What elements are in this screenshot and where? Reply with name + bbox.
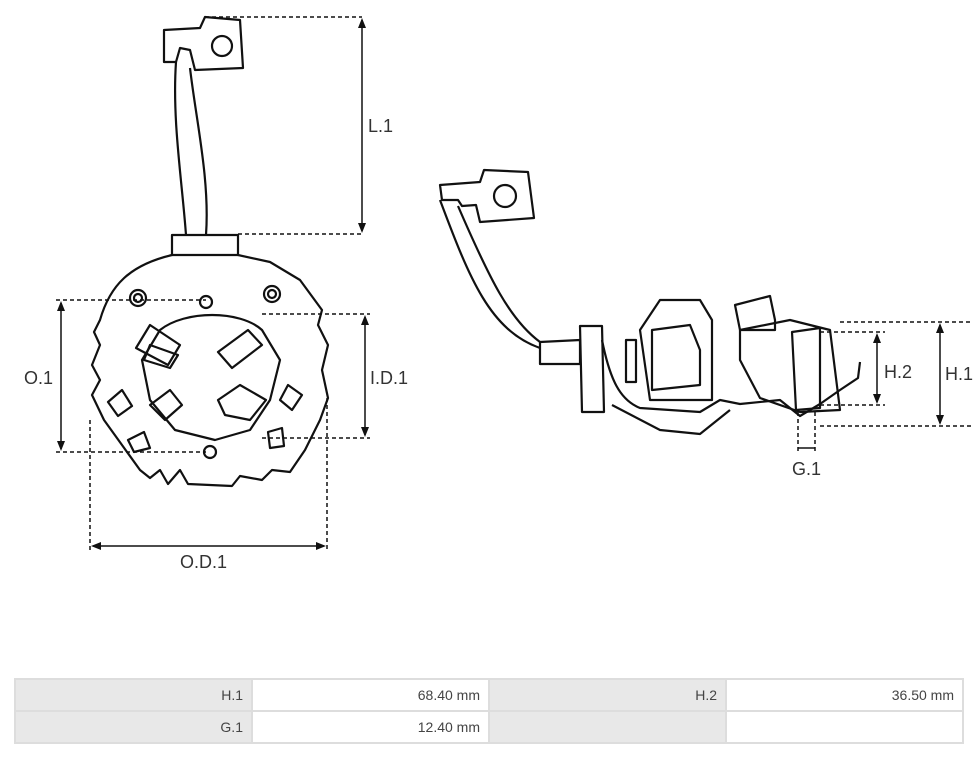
spec-key: G.1 [14,710,253,744]
technical-drawing: L.1 O.1 I.D.1 O.D.1 H.2 H.1 G.1 [24,15,973,572]
spec-key: H.1 [14,678,253,712]
front-view [90,15,330,488]
label-id1: I.D.1 [370,368,408,388]
spec-value: 36.50 mm [725,678,964,712]
table-row: G.1 12.40 mm [14,710,964,744]
label-o1: O.1 [24,368,53,388]
side-view [438,168,862,436]
spec-key [488,710,727,744]
spec-value: 68.40 mm [251,678,490,712]
label-h2: H.2 [884,362,912,382]
spec-value [725,710,964,744]
table-row: H.1 68.40 mm H.2 36.50 mm [14,678,964,712]
label-od1: O.D.1 [180,552,227,572]
spec-value: 12.40 mm [251,710,490,744]
label-h1: H.1 [945,364,973,384]
spec-key: H.2 [488,678,727,712]
label-l1: L.1 [368,116,393,136]
label-g1: G.1 [792,459,821,479]
specs-table: H.1 68.40 mm H.2 36.50 mm G.1 12.40 mm [14,678,964,744]
